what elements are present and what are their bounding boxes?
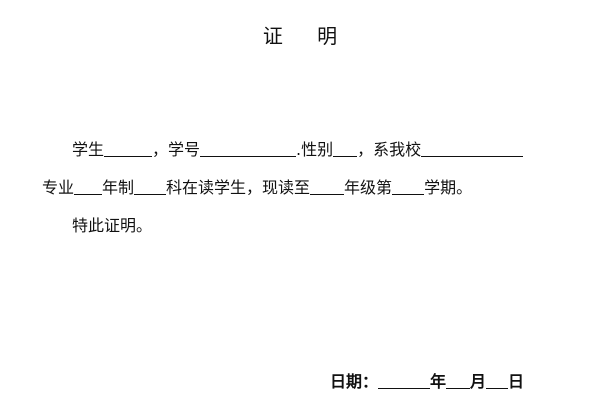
month-label: 月 <box>470 372 487 391</box>
blank-department <box>421 140 524 157</box>
blank-degree-level <box>134 178 167 195</box>
label-gender: .性别 <box>296 140 334 159</box>
label-major: 专业 <box>42 178 75 197</box>
label-student-id: ，学号 <box>152 140 201 159</box>
document-title: 证 明 <box>262 24 352 48</box>
date-label: 日期： <box>330 372 379 391</box>
date-line: 日期： 年 月 日 <box>330 372 524 392</box>
blank-year <box>378 372 431 389</box>
blank-student-name <box>104 140 153 157</box>
paragraph-line-2: 专业 年制 科在读学生，现读至 年级第 学期。 <box>42 178 472 198</box>
year-label: 年 <box>430 372 447 391</box>
label-program-years: 年制 <box>102 178 135 197</box>
paragraph-line-3: 特此证明。 <box>72 216 153 235</box>
label-school: ，系我校 <box>357 140 422 159</box>
label-enrolled: 科在读学生，现读至 <box>166 178 311 197</box>
blank-grade <box>310 178 345 195</box>
label-student: 学生 <box>72 140 105 159</box>
label-semester: 年级第 <box>344 178 393 197</box>
label-semester-end: 学期。 <box>424 178 473 197</box>
paragraph-line-1: 学生 ，学号 .性别 ，系我校 <box>72 140 524 160</box>
blank-semester <box>392 178 425 195</box>
blank-day <box>486 372 509 389</box>
day-label: 日 <box>508 372 525 391</box>
blank-major <box>74 178 103 195</box>
blank-month <box>446 372 471 389</box>
blank-gender <box>333 140 358 157</box>
blank-student-id <box>200 140 297 157</box>
